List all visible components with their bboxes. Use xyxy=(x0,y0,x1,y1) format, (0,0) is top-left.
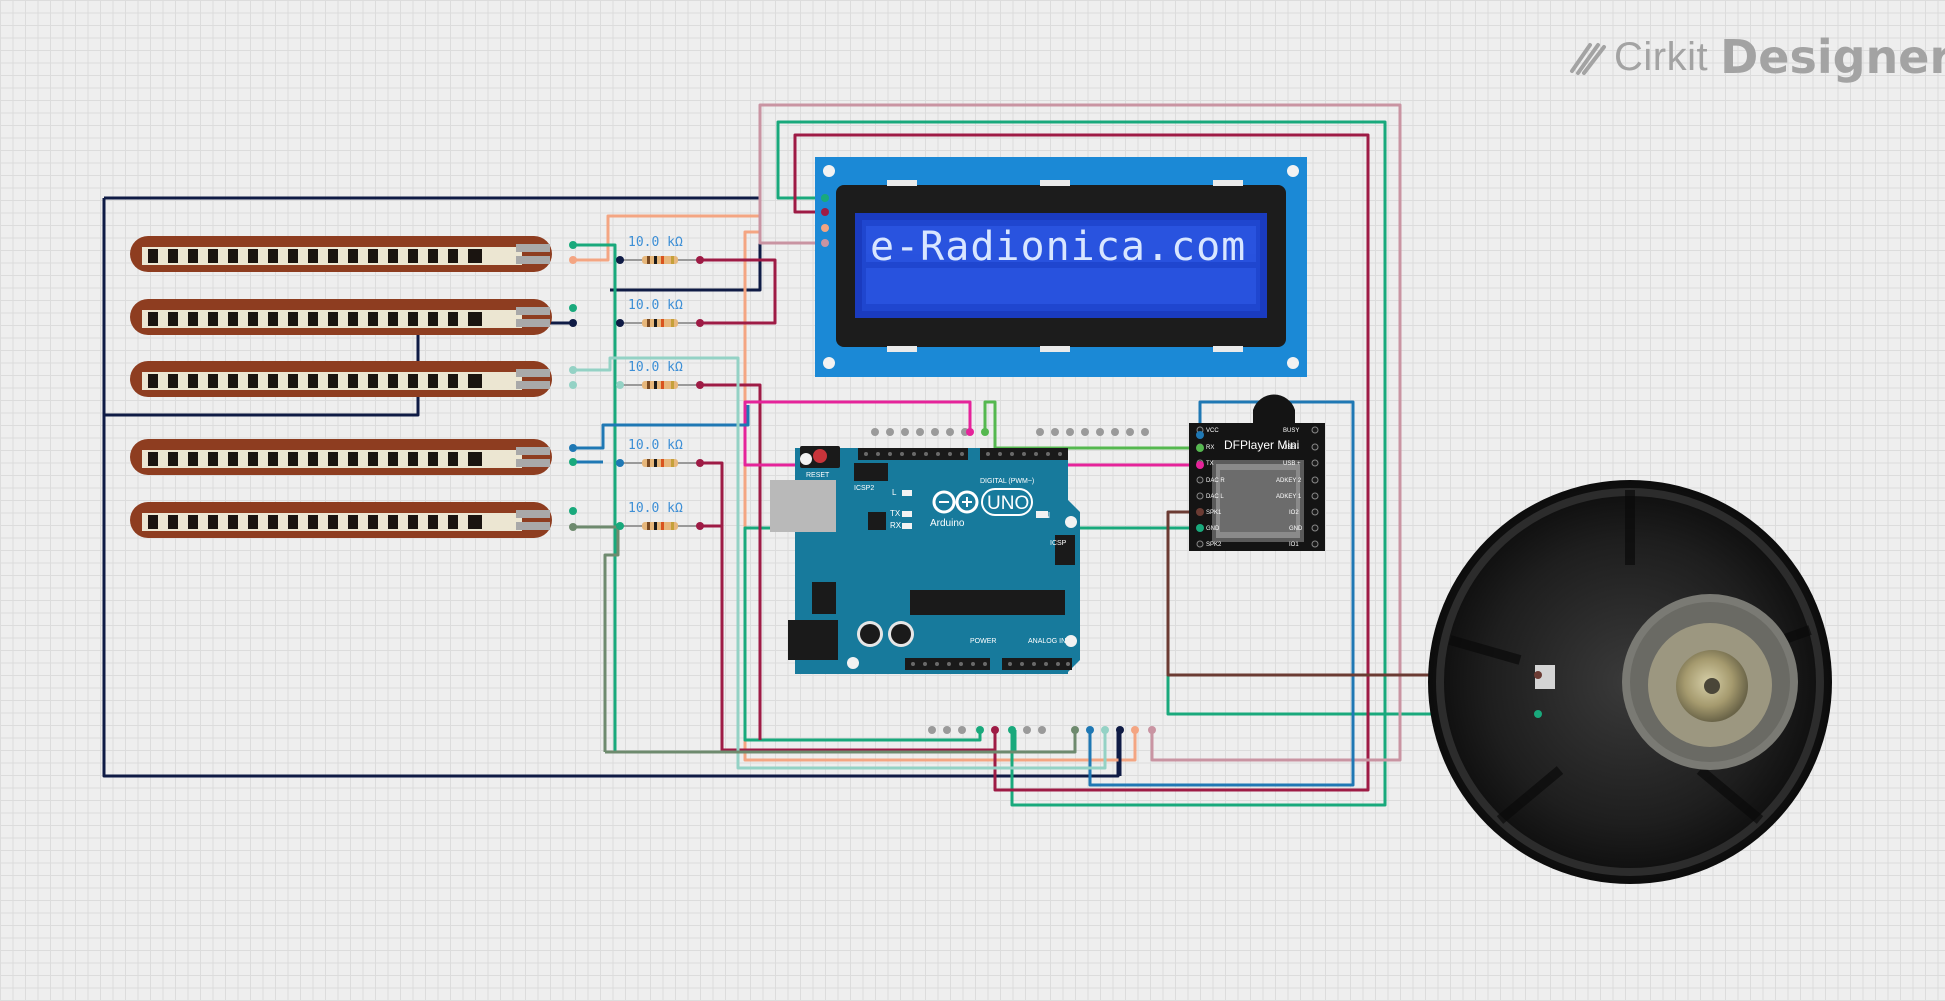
lcd-text: e-Radionica.com xyxy=(870,224,1246,270)
df-pin-label: TX xyxy=(1206,461,1214,467)
dfplayer-mini[interactable]: DFPlayer Mini VCC RX TX DAC R DAC L SPK1… xyxy=(1189,394,1325,551)
resistor[interactable]: 10.0 kΩ xyxy=(616,360,704,389)
header-pin-dots xyxy=(871,428,1156,734)
arduino-uno[interactable]: RESET ICSP2 ICSP DIGITAL (PWM~) POWER AN… xyxy=(770,446,1080,674)
wire-blue-sensor[interactable] xyxy=(573,405,750,450)
wire-blue[interactable] xyxy=(1088,400,1355,787)
df-pin-label: GND xyxy=(1206,526,1220,532)
df-pin-label: GND xyxy=(1289,526,1303,532)
reset-button[interactable] xyxy=(813,449,827,463)
icsp-label: ICSP xyxy=(1050,540,1067,547)
df-pin-label: SPK2 xyxy=(1206,542,1222,548)
flex-sensor[interactable] xyxy=(130,236,552,272)
df-pin-label: DAC R xyxy=(1206,478,1225,484)
df-pin-label: BUSY xyxy=(1283,428,1299,434)
df-pin-label: IO1 xyxy=(1289,542,1299,548)
resistor[interactable]: 10.0 kΩ xyxy=(616,438,704,467)
wire-lime[interactable] xyxy=(983,400,1200,450)
lcd-16x2[interactable]: e-Radionica.com xyxy=(815,157,1307,377)
tx-led-label: TX xyxy=(890,509,901,518)
wire-brown-spk[interactable] xyxy=(1166,510,1538,677)
df-pin-label: SPK1 xyxy=(1206,510,1222,516)
arduino-brand-text: Arduino xyxy=(930,518,965,529)
resistor-label: 10.0 kΩ xyxy=(628,298,683,313)
df-pin-label: RX xyxy=(1206,445,1214,451)
reset-label: RESET xyxy=(806,472,830,479)
resistor-label: 10.0 kΩ xyxy=(628,235,683,250)
flex-sensor[interactable] xyxy=(130,502,552,538)
wire-crimson-bus2[interactable] xyxy=(700,461,995,752)
wire-green-lcd[interactable] xyxy=(776,120,1387,807)
wire-crimson-bus[interactable] xyxy=(700,383,762,740)
wires[interactable] xyxy=(102,103,1538,807)
cirkit-designer-logo: Cirkit Designer xyxy=(1568,30,1945,84)
analog-label: ANALOG IN xyxy=(1028,638,1066,645)
power-label: POWER xyxy=(970,638,996,645)
flex-sensor[interactable] xyxy=(130,299,552,335)
df-pin-label: USB - xyxy=(1283,445,1299,451)
icsp2-label: ICSP2 xyxy=(854,485,874,492)
wire-lightteal[interactable] xyxy=(573,356,1107,770)
wire-crimson-lcd[interactable] xyxy=(793,133,1370,792)
resistor-label: 10.0 kΩ xyxy=(628,360,683,375)
uno-logo-text: UNO xyxy=(987,493,1029,514)
sensor-pin-dots xyxy=(569,241,577,531)
l-led-label: L xyxy=(892,488,897,497)
flex-sensor[interactable] xyxy=(130,361,552,397)
resistor[interactable]: 10.0 kΩ xyxy=(616,235,704,264)
arduino-infinity-logo xyxy=(932,490,979,514)
digital-label: DIGITAL (PWM~) xyxy=(980,478,1034,485)
resistor-label: 10.0 kΩ xyxy=(628,501,683,516)
wire-crimson-res[interactable] xyxy=(700,258,777,325)
rx-led-label: RX xyxy=(890,521,902,530)
wire-pink-lcd[interactable] xyxy=(758,103,1402,762)
brand-name-cirkit: Cirkit xyxy=(1614,34,1709,79)
flex-sensor[interactable] xyxy=(130,439,552,475)
wire-greygreen[interactable] xyxy=(573,525,620,752)
df-pin-label: USB + xyxy=(1283,461,1301,467)
df-pin-label: DAC L xyxy=(1206,494,1224,500)
df-pin-label: ADKEY 1 xyxy=(1276,494,1302,500)
df-pin-label: IO2 xyxy=(1289,510,1299,516)
resistors: 10.0 kΩ 10.0 kΩ 10.0 kΩ 10.0 kΩ xyxy=(616,235,704,530)
df-pin-label: ADKEY 2 xyxy=(1276,478,1302,484)
dfplayer-title: DFPlayer Mini xyxy=(1224,438,1299,452)
wire-greygreen2[interactable] xyxy=(605,730,1077,754)
brand-name-designer: Designer xyxy=(1720,30,1945,84)
cirkit-logo-icon xyxy=(1570,43,1606,75)
speaker[interactable] xyxy=(1428,480,1832,884)
resistor[interactable]: 10.0 kΩ xyxy=(616,298,704,327)
resistor-label: 10.0 kΩ xyxy=(628,438,683,453)
df-pin-label: VCC xyxy=(1206,428,1219,434)
flex-sensors xyxy=(130,236,552,538)
resistor[interactable]: 10.0 kΩ xyxy=(616,501,704,530)
